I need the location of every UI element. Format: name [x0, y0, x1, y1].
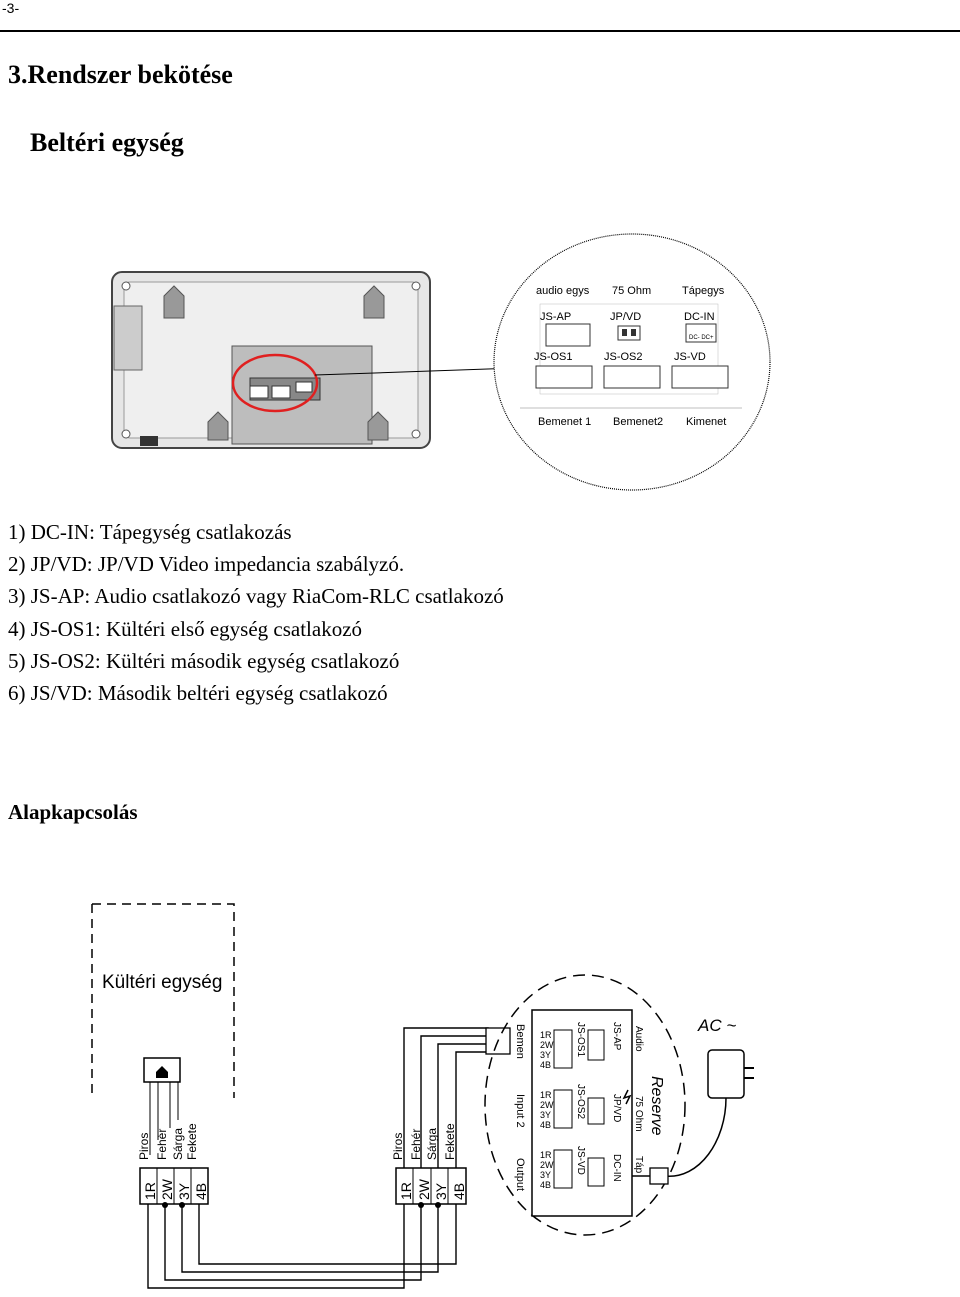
connector-js-os2: JS-OS2 — [575, 1084, 586, 1119]
label-audio-egys: audio egys — [536, 285, 590, 297]
js-os1-connector — [535, 365, 593, 389]
label-dc-in: DC-IN — [684, 311, 715, 323]
jp-vd-connector — [617, 325, 641, 341]
device-back-illustration: audio egys 75 Ohm Tápegys JS-AP JP/VD DC… — [111, 233, 771, 491]
label-tapegys: Tápegys — [682, 285, 725, 297]
connector-js-ap: JS-AP — [611, 1022, 622, 1051]
label-75-ohm: 75 Ohm — [612, 285, 651, 297]
wire-color-sarga: Sárga — [171, 1128, 185, 1160]
terminal-1r: 1R — [142, 1182, 158, 1200]
reserve-label: Reserve — [648, 1076, 665, 1136]
label-js-vd: JS-VD — [674, 351, 706, 363]
wire-color-sarga-2: Sárga — [425, 1128, 439, 1160]
cable-runs — [147, 1027, 506, 1289]
js-vd-connector — [671, 365, 729, 389]
svg-text:1R: 1R — [540, 1090, 552, 1100]
ac-label: AC ~ — [697, 1016, 736, 1035]
wiring-section-title: Alapkapcsolás — [8, 800, 138, 824]
ac-adapter — [707, 1049, 745, 1099]
label-bemenet1: Bemenet 1 — [538, 416, 591, 428]
svg-text:2W: 2W — [540, 1100, 554, 1110]
terminal-4b-2: 4B — [451, 1183, 467, 1200]
outdoor-unit-box — [91, 903, 235, 1098]
wiring-diagram: Kültéri egység Piros Fehér Sárga Fekete … — [91, 903, 754, 1289]
svg-text:3Y: 3Y — [540, 1050, 551, 1060]
connector-jp-vd: JP/VD — [611, 1094, 622, 1122]
connector-js-os1: JS-OS1 — [575, 1022, 586, 1057]
outdoor-unit-label: Kültéri egység — [102, 972, 222, 993]
wire-color-feher: Fehér — [155, 1129, 169, 1160]
svg-text:4B: 4B — [540, 1060, 551, 1070]
svg-text:4B: 4B — [540, 1180, 551, 1190]
svg-text:1R: 1R — [540, 1030, 552, 1040]
side-label-bemen: Bemen — [514, 1024, 526, 1059]
page-number: -3- — [2, 0, 20, 16]
terminal-3y: 3Y — [176, 1182, 192, 1200]
terminal-2w-2: 2W — [416, 1178, 432, 1200]
header-rule — [0, 30, 960, 32]
connector-js-vd: JS-VD — [575, 1146, 586, 1175]
svg-text:2W: 2W — [540, 1040, 554, 1050]
indoor-unit-circle — [484, 974, 686, 1236]
list-item: 6) JS/VD: Második beltéri egység csatlak… — [8, 681, 388, 706]
label-js-os1: JS-OS1 — [534, 351, 573, 363]
connector-highlight-circle — [231, 353, 319, 413]
svg-text:2W: 2W — [540, 1160, 554, 1170]
label-bemenet2: Bemenet2 — [613, 416, 663, 428]
wire-color-piros-2: Piros — [391, 1133, 405, 1160]
terminal-1r-2: 1R — [398, 1182, 414, 1200]
page-title: 3.Rendszer bekötése — [8, 60, 233, 89]
right-label-75ohm: 75 Ohm — [633, 1096, 644, 1132]
wire-color-fekete: Fekete — [185, 1123, 199, 1160]
label-js-ap: JS-AP — [540, 311, 571, 323]
svg-text:1R: 1R — [540, 1150, 552, 1160]
svg-text:3Y: 3Y — [540, 1170, 551, 1180]
side-label-input2: Input 2 — [514, 1094, 526, 1128]
label-kimenet: Kimenet — [686, 416, 726, 428]
list-item: 2) JP/VD: JP/VD Video impedancia szabály… — [8, 552, 405, 577]
label-jp-vd: JP/VD — [610, 311, 641, 323]
magnified-panel — [493, 233, 771, 491]
js-os2-connector — [603, 365, 661, 389]
js-ap-connector — [545, 323, 591, 347]
list-item: 4) JS-OS1: Kültéri első egység csatlakoz… — [8, 616, 363, 641]
terminal-2w: 2W — [159, 1178, 175, 1200]
right-label-audio: Audio — [633, 1026, 644, 1052]
terminal-3y-2: 3Y — [433, 1182, 449, 1200]
list-item: 5) JS-OS2: Kültéri második egység csatla… — [8, 648, 400, 673]
connector-list: 1) DC-IN: Tápegység csatlakozás 2) JP/VD… — [8, 516, 504, 709]
wire-color-piros: Piros — [137, 1133, 151, 1160]
wire-color-feher-2: Fehér — [409, 1129, 423, 1160]
right-label-tap: Táp — [633, 1156, 644, 1174]
terminal-4b: 4B — [193, 1183, 209, 1200]
list-item: 1) DC-IN: Tápegység csatlakozás — [8, 520, 292, 544]
dc-in-connector — [685, 323, 717, 343]
label-js-os2: JS-OS2 — [604, 351, 643, 363]
indoor-unit-panel — [531, 1009, 633, 1217]
svg-text:3Y: 3Y — [540, 1110, 551, 1120]
wire-color-fekete-2: Fekete — [443, 1123, 457, 1160]
connector-dc-in: DC-IN — [611, 1154, 622, 1182]
side-label-output: Output — [514, 1158, 526, 1191]
dc-pin-labels: DC- DC+ — [689, 335, 714, 341]
svg-text:4B: 4B — [540, 1120, 551, 1130]
list-item: 3) JS-AP: Audio csatlakozó vagy RiaCom-R… — [8, 584, 504, 609]
section-subtitle: Beltéri egység — [30, 128, 184, 157]
